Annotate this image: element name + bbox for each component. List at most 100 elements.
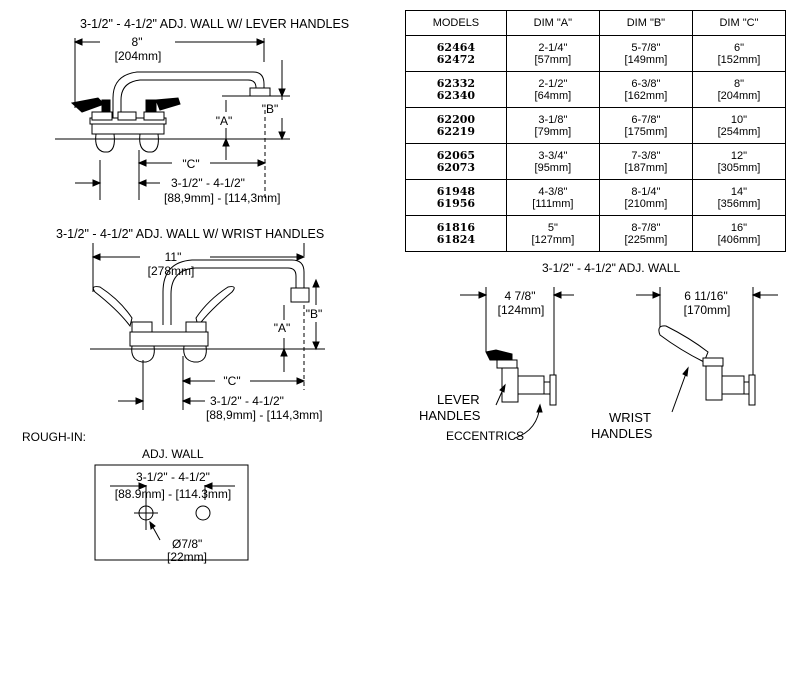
dim-b-cell: 8-7/8"[225mm] — [598, 215, 693, 252]
wrist-dim-a-label: "A" — [273, 321, 291, 335]
wrist-spout-length-mm: [278mm] — [147, 264, 195, 278]
wrist-centers-mm: [88,9mm] - [114,3mm] — [206, 408, 323, 422]
dim-a-cell: 3-3/4"[95mm] — [505, 143, 600, 180]
eccentrics-label: ECCENTRICS — [446, 429, 525, 443]
dim-c-cell: 8"[204mm] — [691, 71, 787, 108]
wrist-spout-length: 11" — [164, 250, 182, 264]
models-cell-line: 61824 — [436, 232, 476, 246]
dim-a-cell-line: 3-1/8" — [538, 113, 568, 126]
wrist-side-view — [636, 287, 778, 413]
wrist-faucet-front-view — [90, 243, 325, 410]
table-header-row: MODELS DIM "A" DIM "B" DIM "C" — [405, 10, 787, 36]
lever-handles-label-1: LEVER — [437, 392, 480, 407]
dim-c-cell: 16"[406mm] — [691, 215, 787, 252]
wrist-dim-c-label: "C" — [223, 374, 241, 388]
dim-a-cell-line: 3-3/4" — [538, 149, 568, 162]
lever-side-view — [460, 287, 574, 439]
dim-a-cell: 2-1/4"[57mm] — [505, 35, 600, 72]
models-cell-line: 62200 — [436, 112, 476, 126]
wrist-handles-label-1: WRIST — [609, 410, 651, 425]
dim-c-cell: 10"[254mm] — [691, 107, 787, 144]
dim-b-cell: 6-7/8"[175mm] — [598, 107, 693, 144]
wrist-depth: 6 11/16" — [684, 289, 728, 303]
wrist-centers: 3-1/2" - 4-1/2" — [210, 394, 284, 408]
dim-b-cell-line: [149mm] — [624, 53, 668, 66]
dim-c-cell-line: 8" — [733, 77, 744, 90]
models-cell-line: 62332 — [436, 76, 476, 90]
models-cell-line: 62340 — [436, 88, 476, 102]
dim-c-cell-line: [305mm] — [717, 161, 761, 174]
dim-b-cell: 7-3/8"[187mm] — [598, 143, 693, 180]
rough-in-box-title: ADJ. WALL — [142, 447, 204, 461]
rough-in-label: ROUGH-IN: — [22, 430, 86, 444]
rough-in-centers-mm: [88.9mm] - [114.3mm] — [114, 487, 232, 501]
lever-spout-length: 8" — [131, 35, 143, 49]
header-models: MODELS — [405, 10, 507, 36]
dim-b-cell-line: 8-1/4" — [631, 185, 661, 198]
dim-a-cell: 4-3/8"[111mm] — [505, 179, 600, 216]
dim-c-cell-line: [152mm] — [717, 53, 761, 66]
lever-depth: 4 7/8" — [504, 289, 536, 303]
dim-c-cell: 12"[305mm] — [691, 143, 787, 180]
dim-b-cell-line: 8-7/8" — [631, 221, 661, 234]
dim-c-cell: 6"[152mm] — [691, 35, 787, 72]
dim-a-cell-line: 5" — [547, 221, 558, 234]
lever-dim-a-label: "A" — [215, 114, 233, 128]
models-cell-line: 62073 — [436, 160, 476, 174]
dim-b-cell-line: 5-7/8" — [631, 41, 661, 54]
dim-b-cell-line: 7-3/8" — [631, 149, 661, 162]
dim-a-cell: 3-1/8"[79mm] — [505, 107, 600, 144]
lever-spout-length-mm: [204mm] — [114, 49, 162, 63]
dim-a-cell-line: 2-1/2" — [538, 77, 568, 90]
dim-b-cell-line: [162mm] — [624, 89, 668, 102]
dim-a-cell-line: [95mm] — [534, 161, 572, 174]
dim-c-cell-line: [204mm] — [717, 89, 761, 102]
dim-b-cell-line: [210mm] — [624, 197, 668, 210]
lever-centers-mm: [88,9mm] - [114,3mm] — [164, 191, 281, 205]
dim-c-cell-line: 14" — [730, 185, 748, 198]
models-cell-line: 61816 — [436, 220, 476, 234]
wrist-dim-b-label: "B" — [305, 307, 323, 321]
lever-faucet-front-view — [55, 38, 290, 200]
rough-in-hole-size-mm: [22mm] — [167, 550, 208, 564]
lever-dim-b-label: "B" — [261, 102, 279, 116]
models-cell-line: 61948 — [436, 184, 476, 198]
dim-c-cell-line: [406mm] — [717, 233, 761, 246]
rough-in-diagram — [94, 464, 249, 561]
dim-b-cell: 6-3/8"[162mm] — [598, 71, 693, 108]
models-cell-line: 62065 — [436, 148, 476, 162]
dim-a-cell-line: 4-3/8" — [538, 185, 568, 198]
dim-a-cell-line: [57mm] — [534, 53, 572, 66]
dim-b-cell-line: [225mm] — [624, 233, 668, 246]
dim-a-cell-line: [64mm] — [534, 89, 572, 102]
rough-in-hole-size: Ø7/8" — [172, 537, 203, 551]
wrist-handles-label-2: HANDLES — [591, 426, 653, 441]
dim-b-cell: 5-7/8"[149mm] — [598, 35, 693, 72]
dim-b-cell: 8-1/4"[210mm] — [598, 179, 693, 216]
dim-c-cell-line: 16" — [730, 221, 748, 234]
dim-a-cell-line: [111mm] — [532, 197, 574, 210]
models-cell-line: 62472 — [436, 52, 476, 66]
rough-in-centers: 3-1/2" - 4-1/2" — [136, 470, 210, 484]
dim-c-cell-line: 12" — [730, 149, 748, 162]
dim-b-cell-line: [175mm] — [624, 125, 668, 138]
dim-c-cell-line: [356mm] — [717, 197, 761, 210]
header-dim-c: DIM "C" — [691, 10, 787, 36]
dim-a-cell: 2-1/2"[64mm] — [505, 71, 600, 108]
dim-b-cell-line: 6-3/8" — [631, 77, 661, 90]
header-dim-a: DIM "A" — [505, 10, 600, 36]
lever-handles-label-2: HANDLES — [419, 408, 481, 423]
lever-depth-mm: [124mm] — [497, 303, 545, 317]
